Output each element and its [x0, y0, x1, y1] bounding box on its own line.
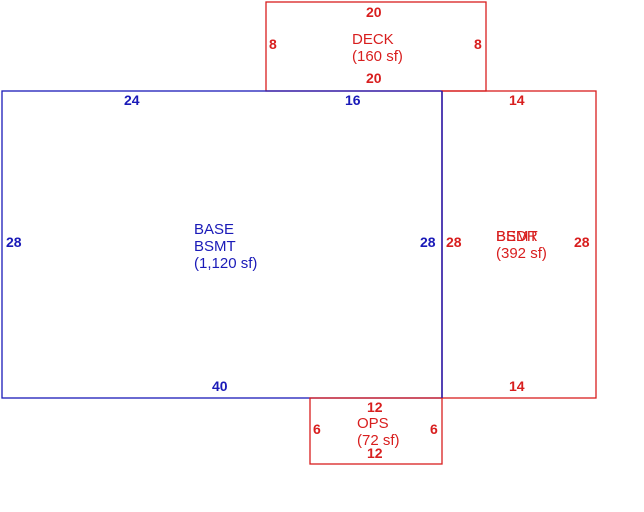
deck-dim-right: 8: [474, 36, 482, 52]
base-name-line2: BSMT: [194, 238, 236, 255]
deck-dim-left: 8: [269, 36, 277, 52]
bsmt-name-b: BEDR: [496, 228, 538, 245]
ops-outline: [309, 397, 443, 465]
bsmt-dim-left: 28: [446, 234, 462, 250]
ops-name: OPS: [357, 415, 389, 432]
base-name-line1: BASE: [194, 221, 234, 238]
bsmt-dim-right: 28: [574, 234, 590, 250]
bsmt-name-a: BSMT: [496, 228, 538, 245]
ops-dim-bottom: 12: [367, 445, 383, 461]
ops-dim-right: 6: [430, 421, 438, 437]
deck-area: (160 sf): [352, 48, 403, 65]
base-area: (1,120 sf): [194, 255, 257, 272]
deck-dim-top: 20: [366, 4, 382, 20]
base-dim-right: 28: [420, 234, 436, 250]
deck-name: DECK: [352, 31, 394, 48]
base-dim-bottom: 40: [212, 378, 228, 394]
base-dim-top-right: 16: [345, 92, 361, 108]
ops-dim-left: 6: [313, 421, 321, 437]
base-dim-top-left: 24: [124, 92, 140, 108]
deck-dim-bottom: 20: [366, 70, 382, 86]
ops-dim-top: 12: [367, 399, 383, 415]
base-dim-left: 28: [6, 234, 22, 250]
bsmt-dim-top: 14: [509, 92, 525, 108]
ops-area: (72 sf): [357, 432, 400, 449]
bsmt-dim-bottom: 14: [509, 378, 525, 394]
bsmt-area: (392 sf): [496, 245, 547, 262]
